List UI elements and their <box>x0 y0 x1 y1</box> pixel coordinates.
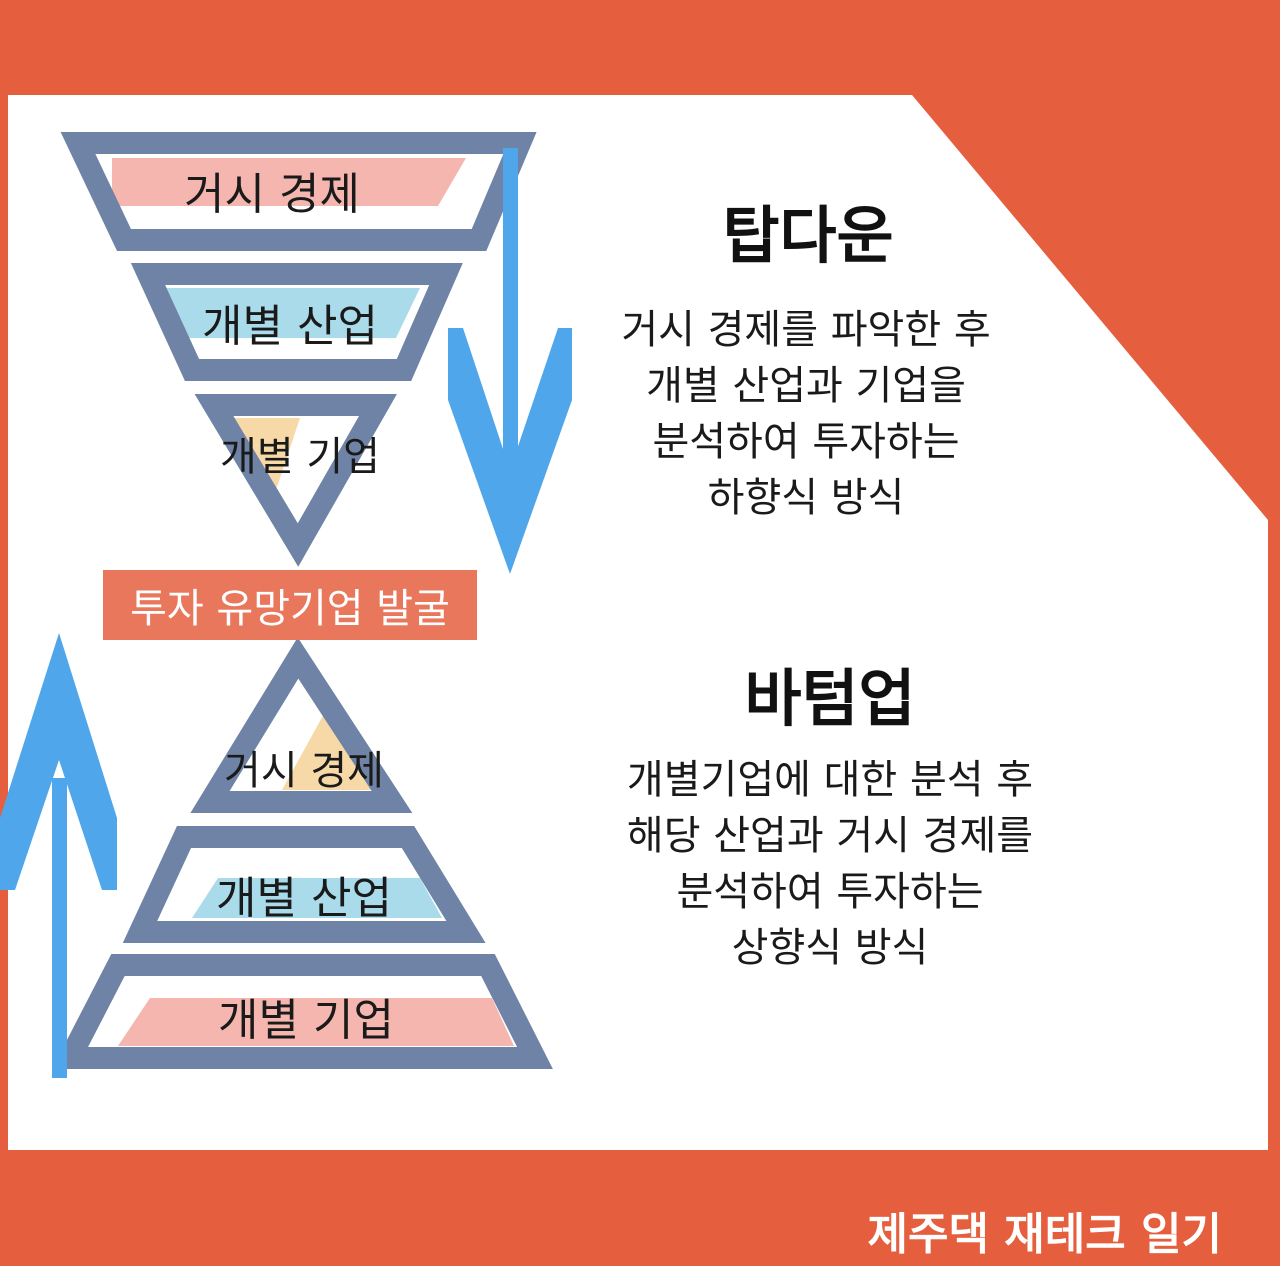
top-level-1-frame <box>60 132 537 251</box>
top-level-2-label: 개별 산업 <box>202 301 378 352</box>
bottom-up-desc-line: 해당 산업과 거시 경제를 <box>626 813 1034 859</box>
bottom-level-2-frame <box>122 826 486 943</box>
bottom-level-1-label: 거시 경제 <box>224 748 384 794</box>
bottom-up-desc-line: 상향식 방식 <box>731 925 929 971</box>
bottom-level-3-fill <box>118 998 514 1046</box>
top-down-heading: 탑다운 <box>722 199 894 272</box>
center-label-box: 투자 유망기업 발굴 <box>103 570 477 640</box>
top-level-2-frame <box>130 263 463 381</box>
bottom-level-1-frame <box>190 637 413 813</box>
top-down-description: 거시 경제를 파악한 후 개별 산업과 기업을 분석하여 투자하는 하향식 방식 <box>526 302 1086 526</box>
top-down-desc-line: 개별 산업과 기업을 <box>646 363 966 409</box>
top-level-2-fill <box>160 288 420 338</box>
arrow-down-icon <box>448 148 572 574</box>
bottom-level-3-frame <box>51 954 553 1069</box>
top-level-3-label: 개별 기업 <box>220 434 380 480</box>
bottom-level-1-fill <box>282 712 372 790</box>
bottom-up-desc-line: 분석하여 투자하는 <box>676 869 984 915</box>
top-level-3-fill <box>232 418 300 490</box>
bottom-level-2-fill <box>192 878 442 918</box>
bottom-up-description: 개별기업에 대한 분석 후 해당 산업과 거시 경제를 분석하여 투자하는 상향… <box>550 752 1110 976</box>
top-level-3-frame <box>194 394 397 567</box>
top-level-1-label: 거시 경제 <box>184 169 360 220</box>
bottom-level-2-label: 개별 산업 <box>216 873 392 924</box>
footer-brand: 제주댁 재테크 일기 <box>867 1209 1222 1260</box>
top-down-desc-line: 거시 경제를 파악한 후 <box>621 307 991 353</box>
bottom-up-desc-line: 개별기업에 대한 분석 후 <box>626 757 1034 803</box>
top-down-desc-line: 하향식 방식 <box>707 475 905 521</box>
top-down-desc-line: 분석하여 투자하는 <box>652 419 960 465</box>
arrow-up-icon <box>0 633 117 1078</box>
bottom-up-heading: 바텀업 <box>744 662 916 735</box>
top-level-1-fill <box>112 158 466 206</box>
center-label: 투자 유망기업 발굴 <box>130 586 450 632</box>
bottom-level-3-label: 개별 기업 <box>218 995 394 1046</box>
